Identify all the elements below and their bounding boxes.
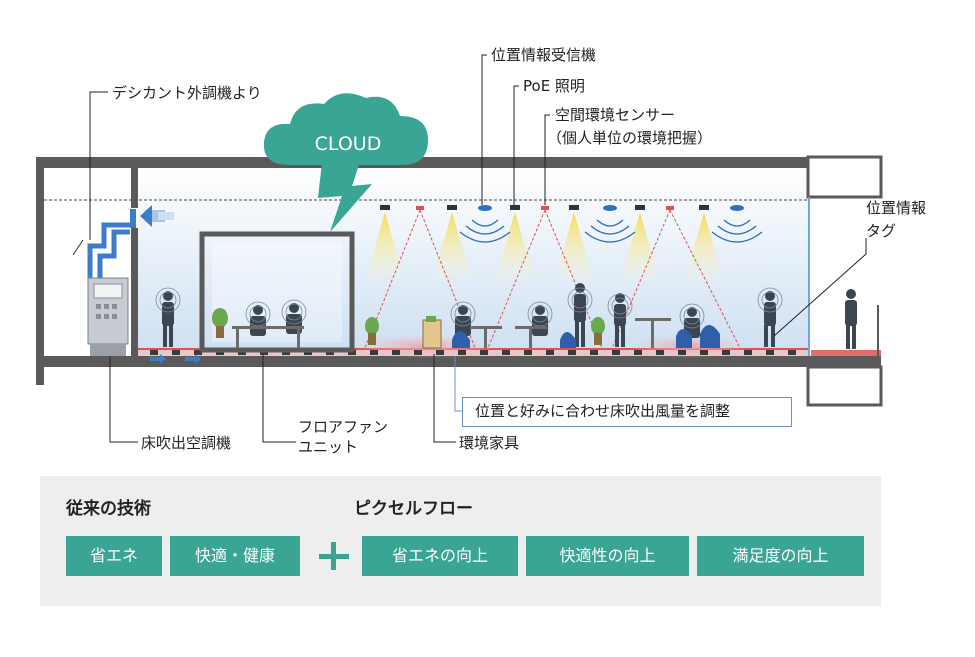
pixelflow-title: ピクセルフロー xyxy=(354,499,473,519)
floor-airflow-arrows xyxy=(150,354,201,364)
adjust-airflow-callout: 位置と好みに合わせ床吹出風量を調整 xyxy=(462,397,792,427)
exterior-floor-red xyxy=(811,350,881,356)
pixelflow-item-satisfaction-up: 満足度の向上 xyxy=(697,536,864,576)
label-position-tag-2: タグ xyxy=(866,222,896,240)
duct-slash-mark xyxy=(72,239,84,256)
meeting-room xyxy=(199,231,355,353)
ceiling-lights xyxy=(380,205,709,210)
label-position-receiver: 位置情報受信機 xyxy=(491,46,596,64)
partition-column xyxy=(131,168,138,208)
right-column-lower xyxy=(806,365,883,407)
conventional-item-energy-saving: 省エネ xyxy=(66,536,162,576)
label-poe-light: PoE 照明 xyxy=(523,77,585,95)
label-cloud: CLOUD xyxy=(315,133,382,155)
ceiling-sensors xyxy=(416,206,674,210)
cloud-icon xyxy=(263,93,428,232)
position-receivers xyxy=(459,205,763,243)
label-position-tag-1: 位置情報 xyxy=(866,199,926,217)
duct-inlet-arrow xyxy=(130,205,174,228)
left-wall-bottom xyxy=(36,367,44,385)
roof-slab xyxy=(36,157,881,168)
right-column-upper xyxy=(806,155,883,199)
label-floor-ac: 床吹出空調機 xyxy=(141,434,231,452)
comparison-panel: 従来の技術 ピクセルフロー 省エネ 快適・健康 省エネの向上 快適性の向上 満足… xyxy=(40,476,881,606)
sensor-cones xyxy=(364,209,741,349)
plus-icon xyxy=(319,542,349,570)
label-desiccant: デシカント外調機より xyxy=(112,84,262,102)
leader-lines xyxy=(89,54,867,443)
label-floor-fan-2: ユニット xyxy=(298,438,358,456)
floor-ac-unit xyxy=(87,277,129,356)
label-env-sensor: 空間環境センサー xyxy=(555,106,675,124)
floor-slab xyxy=(36,356,881,367)
pixelflow-item-comfort-up: 快適性の向上 xyxy=(526,536,689,576)
meeting-room-glass xyxy=(212,242,342,342)
light-beams xyxy=(365,212,724,282)
conventional-title: 従来の技術 xyxy=(66,499,151,519)
label-env-sensor-sub: （個人単位の環境把握） xyxy=(547,129,712,147)
left-wall xyxy=(36,157,44,385)
partition-column-lower xyxy=(131,228,138,356)
supply-duct xyxy=(87,222,130,278)
office-furniture xyxy=(212,308,720,349)
pixelflow-item-energy-saving-up: 省エネの向上 xyxy=(362,536,518,576)
position-tag-rings xyxy=(155,287,783,329)
label-floor-fan-1: フロアファン xyxy=(298,418,388,436)
building-cross-section-diagram: デシカント外調機より CLOUD 位置情報受信機 PoE 照明 空間環境センサー… xyxy=(36,46,926,456)
label-env-furniture: 環境家具 xyxy=(459,434,519,452)
conventional-item-comfort-health: 快適・健康 xyxy=(170,536,300,576)
